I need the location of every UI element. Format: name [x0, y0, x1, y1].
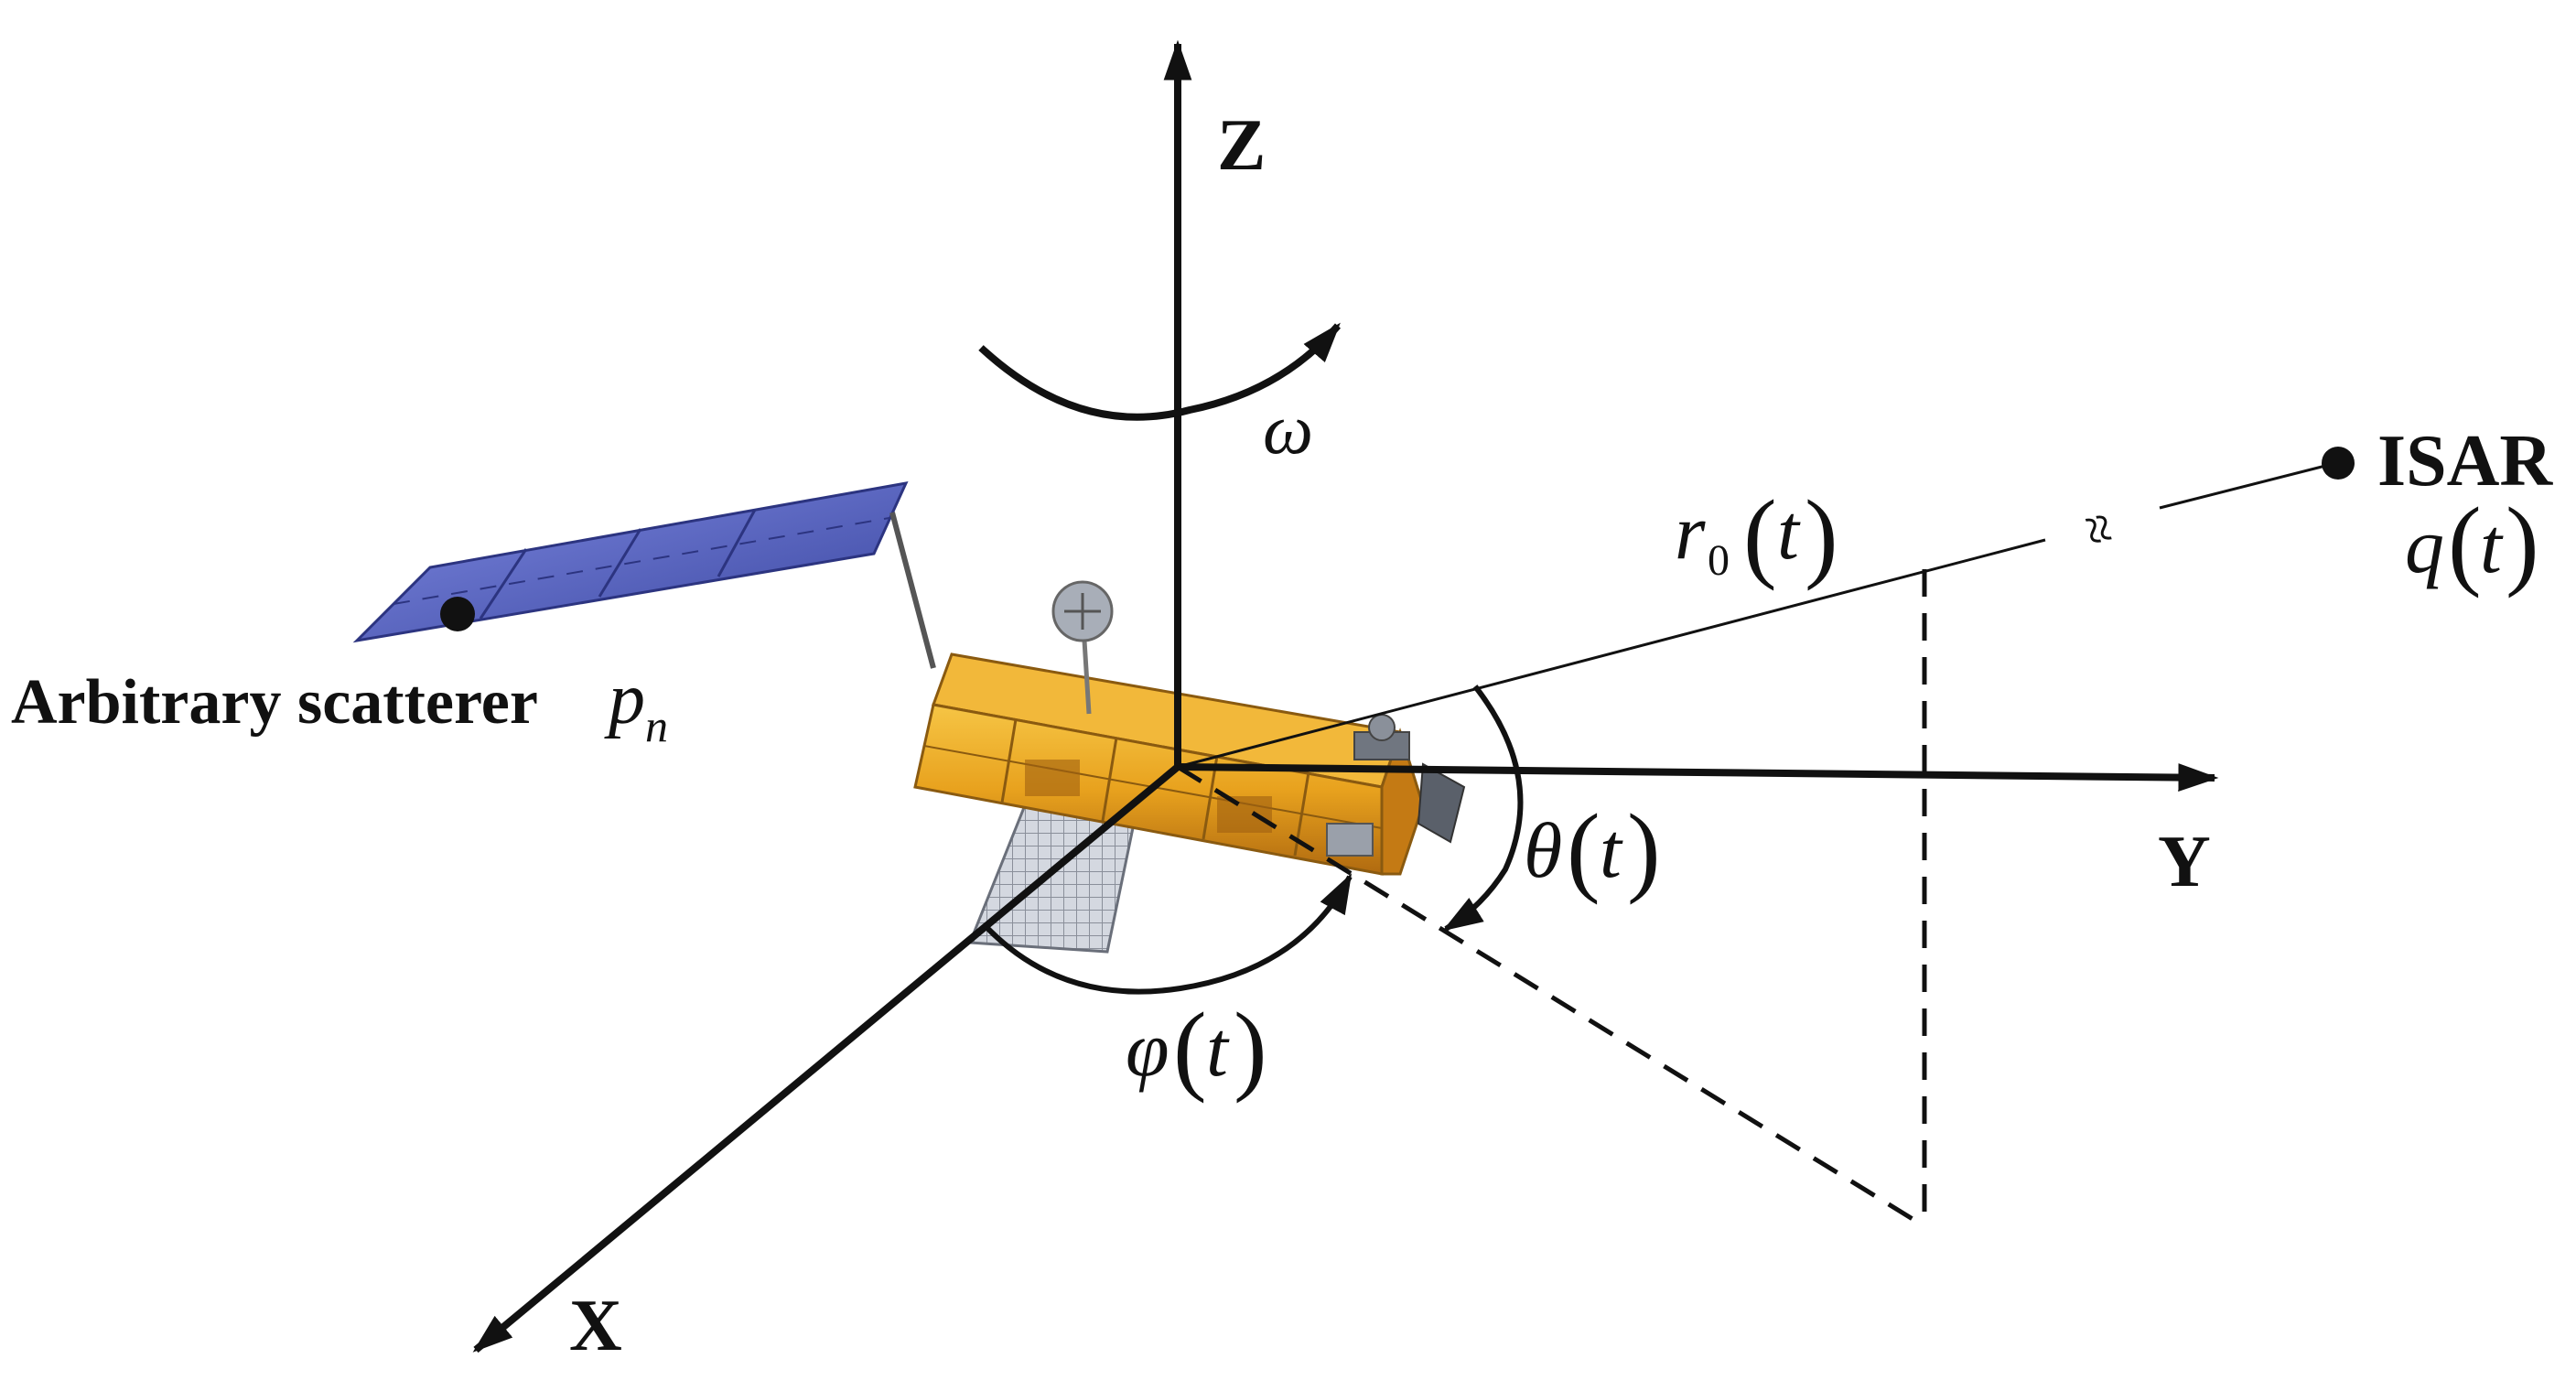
- elevation-arg: t: [1600, 806, 1623, 894]
- azimuth-arc-phi: [981, 873, 1353, 995]
- isar-position-fn: q: [2405, 501, 2444, 589]
- z-axis-label: Z: [1217, 105, 1266, 186]
- elevation-symbol: θ: [1524, 806, 1562, 894]
- azimuth-arg: t: [1206, 1005, 1230, 1093]
- isar-position-arg: t: [2480, 501, 2504, 589]
- projection-ground-dashed: [1176, 764, 1926, 1229]
- line-of-sight-continuation: [2159, 463, 2330, 510]
- scatterer-subscript: n: [645, 700, 668, 751]
- rotation-arc-omega: [978, 322, 1342, 421]
- isar-label: ISAR: [2377, 421, 2553, 501]
- x-axis-label: X: [569, 1286, 622, 1366]
- azimuth-close: ): [1234, 992, 1267, 1104]
- sensor-head: [1353, 714, 1466, 844]
- isar-position-open: (: [2448, 487, 2482, 598]
- scatterer-label: Arbitrary scatterer: [11, 667, 538, 738]
- line-break-symbol: ≈: [2065, 507, 2131, 552]
- antenna-dish: [1051, 580, 1114, 715]
- distance-subscript: 0: [1708, 536, 1730, 585]
- distance-arg: t: [1777, 488, 1801, 576]
- isar-radar-point: [2322, 447, 2355, 480]
- line-of-sight: [1177, 538, 2046, 769]
- distance-close: ): [1805, 480, 1838, 591]
- solar-panel-boom: [889, 512, 936, 669]
- scatterer-symbol: p: [604, 659, 645, 739]
- solar-panel: [352, 481, 909, 643]
- y-axis: [1177, 763, 2219, 792]
- x-axis: [472, 763, 1180, 1353]
- azimuth-open: (: [1173, 992, 1207, 1104]
- y-axis-label: Y: [2158, 822, 2211, 902]
- isar-position-close: ): [2506, 487, 2539, 598]
- satellite-body: [913, 652, 1425, 876]
- scatterer-text: Arbitrary scatterer: [11, 667, 538, 738]
- elevation-open: (: [1567, 793, 1601, 905]
- omega-label: ω: [1263, 389, 1313, 469]
- elevation-arc-theta: [1442, 685, 1524, 932]
- azimuth-symbol: φ: [1126, 1005, 1169, 1093]
- elevation-close: ): [1627, 793, 1661, 905]
- distance-fn: r: [1675, 488, 1706, 576]
- scatterer-point: [440, 597, 475, 631]
- distance-open: (: [1743, 480, 1777, 591]
